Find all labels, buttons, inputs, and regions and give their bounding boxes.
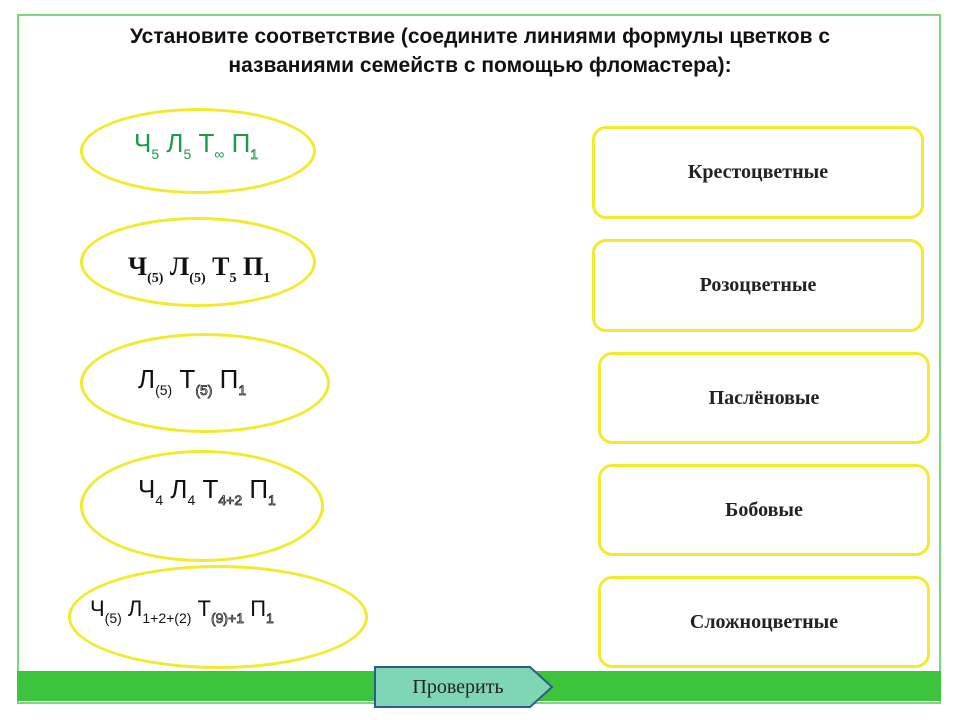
check-button[interactable]: Проверить — [374, 666, 554, 708]
formula-oval-2[interactable] — [80, 217, 316, 307]
title-line-2: названиями семейств с помощью фломастера… — [228, 54, 732, 77]
family-card-4[interactable]: Бобовые — [598, 464, 930, 556]
formula-5: Ч(5) Л1+2+(2) Т(9)+1 П1 — [90, 596, 274, 626]
family-card-2[interactable]: Розоцветные — [592, 239, 924, 332]
formula-oval-4[interactable] — [80, 450, 324, 562]
check-button-label: Проверить — [412, 675, 504, 698]
formula-oval-1[interactable] — [80, 108, 316, 194]
formula-oval-5[interactable] — [68, 565, 368, 669]
formula-4: Ч4 Л4 Т4+2 П1 — [138, 474, 276, 508]
formula-1: Ч5 Л5 Т∞ П1 — [134, 128, 259, 162]
formula-2: Ч(5) Л(5) Т5 П1 — [128, 252, 271, 286]
formula-3: Л(5) Т(5) П1 — [138, 364, 247, 398]
check-button-arrow-shape — [374, 666, 554, 708]
title-line-1: Установите соответствие (соедините линия… — [129, 25, 831, 48]
task-title: Установите соответствие (соедините линия… — [40, 22, 920, 80]
formula-oval-3[interactable] — [80, 333, 330, 433]
family-card-5[interactable]: Сложноцветные — [598, 576, 930, 668]
family-card-1[interactable]: Крестоцветные — [592, 126, 924, 219]
family-card-3[interactable]: Паслёновые — [598, 352, 930, 444]
